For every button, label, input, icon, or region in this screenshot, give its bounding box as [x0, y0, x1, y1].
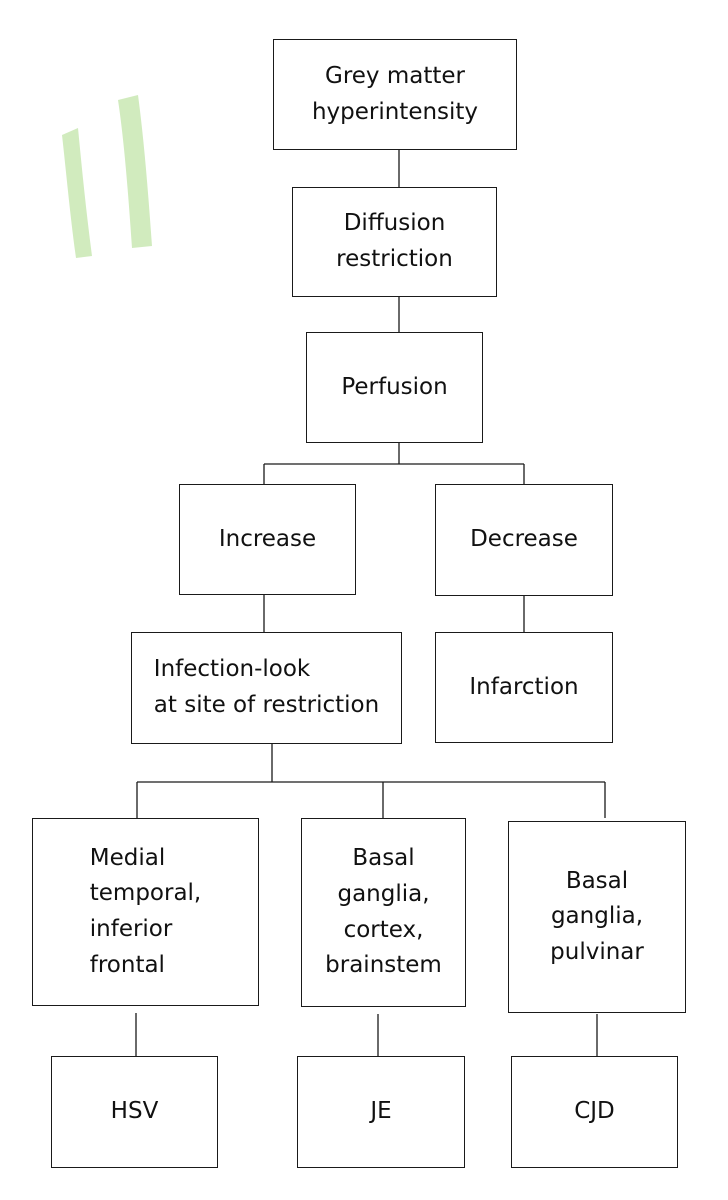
node-je: JE	[297, 1056, 465, 1168]
node-medial-temporal-inferior-frontal: Medial temporal, inferior frontal	[32, 818, 259, 1006]
node-infarction: Infarction	[435, 632, 613, 743]
node-perfusion: Perfusion	[306, 332, 483, 443]
node-label: Decrease	[470, 526, 578, 553]
node-basal-ganglia-cortex-brainstem: Basal ganglia, cortex, brainstem	[301, 818, 466, 1007]
node-label: JE	[370, 1098, 392, 1125]
node-label: Infarction	[469, 673, 579, 700]
node-label: Infection-look at site of restriction	[153, 656, 380, 718]
node-label: Increase	[218, 525, 317, 552]
node-hsv: HSV	[51, 1056, 218, 1168]
node-increase: Increase	[179, 484, 356, 595]
node-label: Basal ganglia, pulvinar	[550, 867, 644, 965]
node-label: Basal ganglia, cortex, brainstem	[325, 845, 442, 979]
node-diffusion-restriction: Diffusion restriction	[292, 187, 497, 297]
node-basal-ganglia-pulvinar: Basal ganglia, pulvinar	[508, 821, 686, 1013]
node-decrease: Decrease	[435, 484, 613, 596]
node-label: CJD	[574, 1098, 615, 1125]
node-label: Grey matter hyperintensity	[311, 62, 479, 125]
node-infection: Infection-look at site of restriction	[131, 632, 402, 744]
node-cjd: CJD	[511, 1056, 678, 1168]
node-label: Perfusion	[341, 373, 448, 400]
node-grey-matter-hyperintensity: Grey matter hyperintensity	[273, 39, 517, 150]
node-label: HSV	[110, 1098, 159, 1125]
node-label: Diffusion restriction	[336, 210, 453, 272]
node-label: Medial temporal, inferior frontal	[89, 844, 202, 978]
